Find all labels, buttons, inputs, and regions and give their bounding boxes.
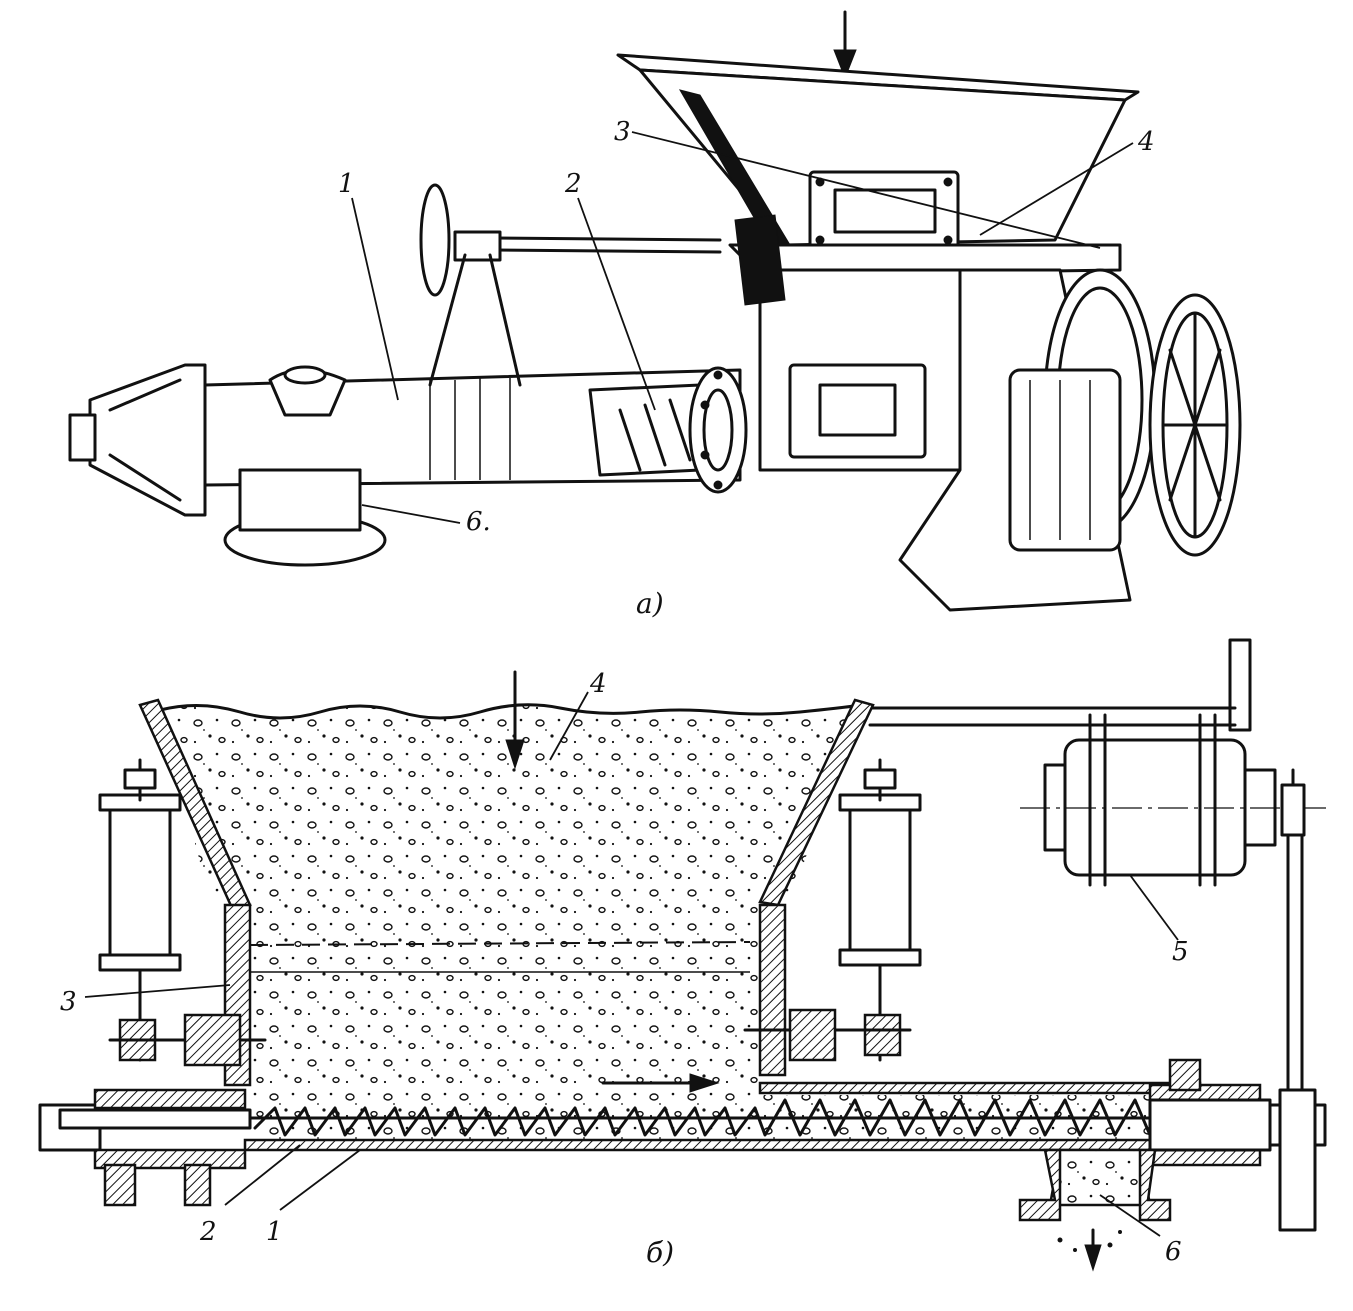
nozzle-a <box>68 363 207 517</box>
discharge-b <box>1018 1148 1172 1272</box>
bracket-left-b <box>183 1013 242 1067</box>
flow-arrow-b-head <box>689 1073 720 1093</box>
leader-a-4 <box>979 142 1134 236</box>
feed-arrow-a-head <box>833 49 857 80</box>
leader-b-2 <box>224 1144 301 1206</box>
label-b-2: 2 <box>199 1217 217 1247</box>
leader-b-5 <box>1129 874 1179 941</box>
cylinder-left-b <box>98 758 182 1062</box>
leader-b-6 <box>1099 1194 1161 1237</box>
motor-b <box>1020 713 1330 887</box>
flywheels-a <box>1008 268 1242 557</box>
leader-b-1 <box>279 1149 361 1211</box>
label-a-4: 4 <box>1137 127 1155 157</box>
label-b-1: 1 <box>266 1217 283 1247</box>
leader-a-1 <box>351 197 399 401</box>
level-dash-b <box>249 941 751 946</box>
leader-a-3 <box>631 131 1101 249</box>
label-a-2: 2 <box>564 169 582 199</box>
belt-drive-b <box>1278 768 1317 1232</box>
label-b-5: 5 <box>1172 937 1189 967</box>
caption-b: б) <box>646 1236 674 1269</box>
inner-wall-right-b <box>758 903 787 1077</box>
label-a-6: 6. <box>466 507 491 537</box>
barrel-a <box>203 365 748 494</box>
drive-rod-b <box>868 638 1252 732</box>
bracket-right-b <box>788 1008 837 1062</box>
panel-a: 1 2 3 4 6. а) <box>68 10 1242 620</box>
label-b-6: 6 <box>1165 1237 1182 1267</box>
hopper-a <box>616 53 1140 250</box>
leader-b-4 <box>549 691 589 761</box>
label-b-4: 4 <box>589 669 607 699</box>
shaft-a <box>419 183 722 387</box>
leader-a-6 <box>361 504 461 524</box>
material-surface-b <box>158 703 864 720</box>
feed-arrow-b-head <box>505 739 525 770</box>
label-b-3: 3 <box>60 987 77 1017</box>
discharge-base-a <box>223 468 387 567</box>
leader-b-3 <box>84 984 231 998</box>
leader-a-2 <box>577 197 656 411</box>
material-fill-b <box>160 704 1200 1140</box>
caption-a: а) <box>636 587 664 620</box>
panel-b: 4 3 2 1 5 6 б) <box>38 638 1330 1272</box>
barrel-b <box>40 1081 1320 1152</box>
cylinder-right-b <box>838 758 922 1062</box>
label-a-1: 1 <box>338 169 355 199</box>
end-housing-left-b <box>38 1088 252 1207</box>
label-a-3: 3 <box>614 117 631 147</box>
